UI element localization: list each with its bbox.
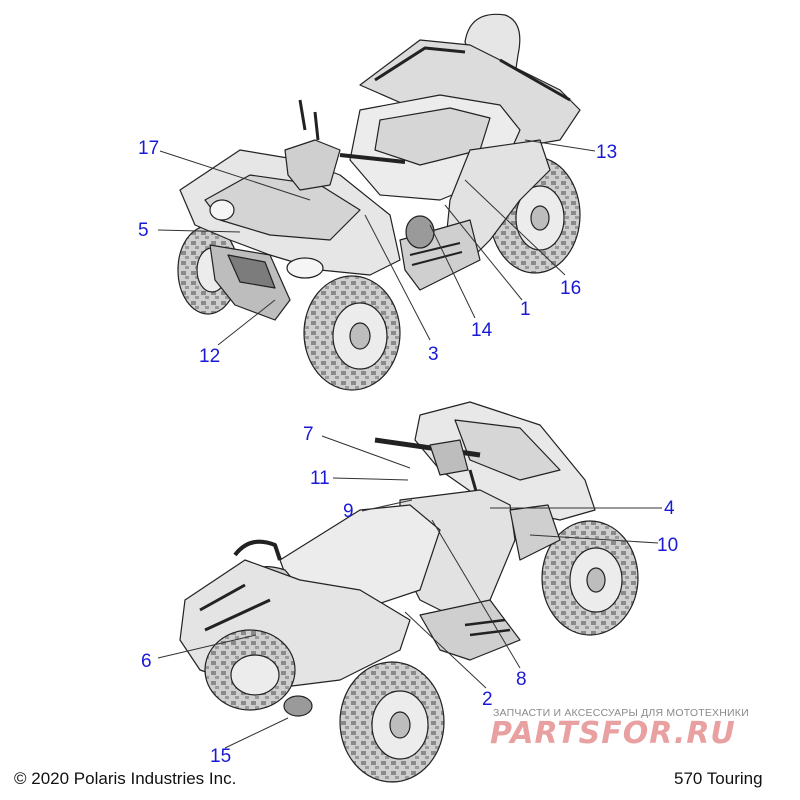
atv-front-view xyxy=(177,13,581,391)
callout-11: 11 xyxy=(310,468,330,489)
leader-3 xyxy=(364,214,431,341)
leader-13 xyxy=(524,139,596,152)
leader-11 xyxy=(332,477,409,481)
leader-7 xyxy=(321,435,411,469)
callout-8: 8 xyxy=(516,669,527,690)
model-name: 570 Touring xyxy=(674,769,763,788)
leader-9 xyxy=(361,499,413,512)
atv-rear-view xyxy=(179,401,639,783)
leader-17 xyxy=(159,150,311,201)
callout-4: 4 xyxy=(664,498,675,519)
leader-1 xyxy=(444,204,523,301)
watermark-logo: PARTSFOR.RU xyxy=(490,716,736,751)
leader-10 xyxy=(529,534,659,544)
leader-lines xyxy=(157,139,662,749)
leader-8 xyxy=(431,519,521,669)
callout-10: 10 xyxy=(657,535,679,556)
callout-14: 14 xyxy=(471,320,493,341)
callout-6: 6 xyxy=(141,651,152,672)
callout-12: 12 xyxy=(199,346,221,367)
callout-1: 1 xyxy=(520,299,531,320)
callout-13: 13 xyxy=(596,142,618,163)
rear-left-wheel-b xyxy=(204,629,296,711)
callout-15: 15 xyxy=(210,746,232,767)
rear-near-wheel-b xyxy=(339,661,445,783)
copyright-text: © 2020 Polaris Industries Inc. xyxy=(14,769,237,788)
callout-2: 2 xyxy=(482,689,493,710)
callout-5: 5 xyxy=(138,220,149,241)
leader-16 xyxy=(464,179,566,276)
callout-16: 16 xyxy=(560,278,582,299)
leader-2 xyxy=(404,611,487,689)
callout-17: 17 xyxy=(138,138,160,159)
front-right-wheel-b xyxy=(541,520,639,636)
leader-15 xyxy=(224,717,289,749)
watermark-tagline: ЗАПЧАСТИ И АКСЕССУАРЫ ДЛЯ МОТОТЕХНИКИ xyxy=(493,707,749,719)
leader-5 xyxy=(157,229,241,233)
callout-3: 3 xyxy=(428,344,439,365)
leader-14 xyxy=(429,224,476,319)
callout-9: 9 xyxy=(343,501,354,522)
callout-7: 7 xyxy=(303,424,314,445)
leader-6 xyxy=(157,634,257,659)
front-left-wheel xyxy=(303,275,401,391)
leader-12 xyxy=(217,299,276,346)
